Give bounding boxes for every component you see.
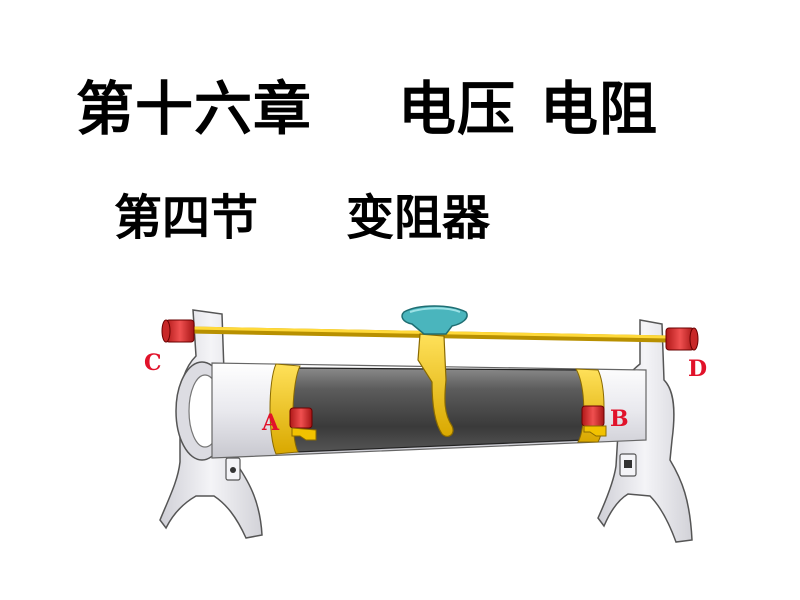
terminal-c [161, 319, 195, 343]
terminal-label-a: A [261, 410, 280, 436]
slider [401, 305, 468, 438]
chapter-title-voltage: 电压 [398, 75, 517, 143]
terminal-label-d: D [688, 356, 707, 382]
section-heading: 第四节 变阻器 [114, 178, 490, 248]
terminal-label-c: C [144, 350, 162, 376]
terminal-b [581, 405, 607, 437]
section-title: 变阻器 [346, 190, 491, 246]
terminal-d [665, 327, 699, 351]
chapter-number: 第十六章 [76, 75, 313, 143]
chapter-title-resistance: 电阻 [540, 75, 659, 143]
chapter-heading: 第十六章 电压电阻 [76, 62, 658, 146]
section-number: 第四节 [114, 190, 259, 246]
terminal-a [289, 407, 317, 441]
sliding-rheostat-illustration: C A B D [144, 305, 707, 543]
left-end-frame [159, 309, 263, 539]
terminal-label-b: B [610, 406, 629, 432]
